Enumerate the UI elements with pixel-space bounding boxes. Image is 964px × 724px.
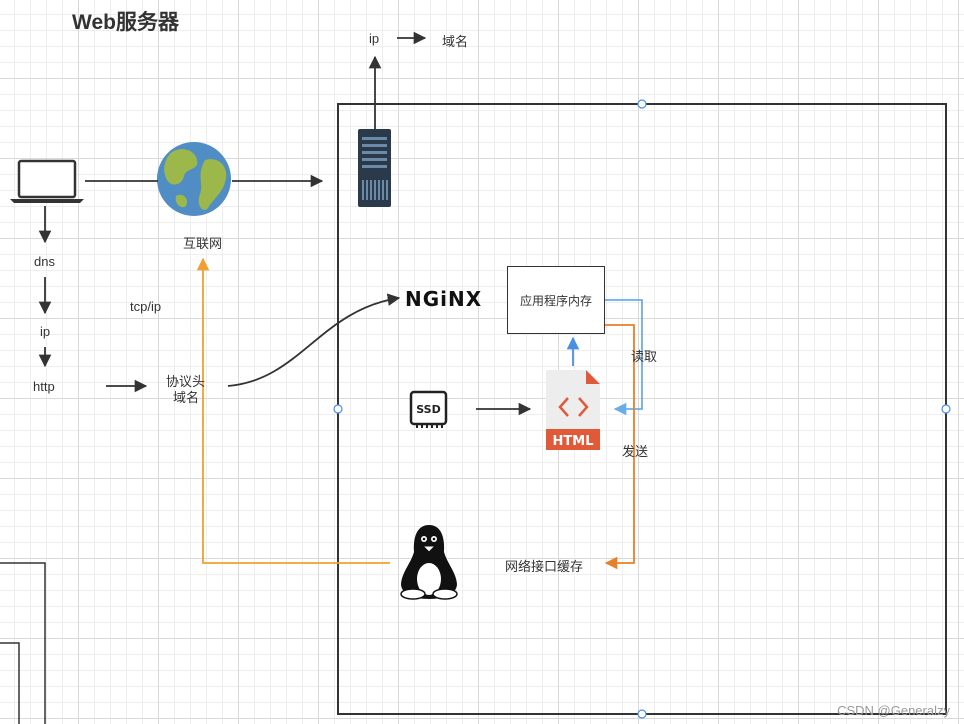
nginx-logo: NGiNX [405,287,483,311]
send-label: 发送 [622,444,649,459]
app-memory-box[interactable]: 应用程序内存 [507,266,605,334]
read-label: 读取 [631,349,658,364]
http-label: http [33,379,55,394]
linux-to-internet-arrow [196,257,390,564]
watermark: CSDN @Generalzy [837,703,950,718]
html-label: HTML [553,434,594,449]
internet-label: 互联网 [183,236,223,251]
laptop-icon [10,159,84,203]
ip-label: ip [40,324,51,339]
ssd-label: SSD [416,403,440,416]
protocol-header-label: 协议头 [166,374,206,389]
read-arrow [605,299,643,416]
globe-icon [157,142,231,216]
domain-name-label: 域名 [173,390,200,405]
linux-penguin-icon [400,525,458,600]
dns-label: dns [34,254,55,269]
page-title: Web服务器 [72,11,179,34]
domain-top-label: 域名 [442,34,469,49]
container-handles[interactable] [333,99,951,719]
html-file-icon: HTML [546,370,600,450]
ip-top-label: ip [369,31,380,46]
connectors-dark [38,31,532,416]
server-rack-icon [358,129,391,207]
left-partial-box [0,562,46,724]
ssd-icon: SSD [409,390,448,428]
tcpip-label: tcp/ip [130,299,162,314]
send-arrow [604,324,635,570]
network-buffer-label: 网络接口缓存 [505,559,584,574]
